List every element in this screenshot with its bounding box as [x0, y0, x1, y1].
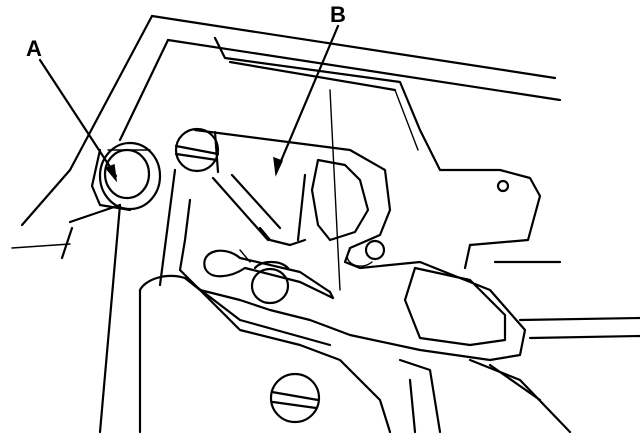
side-bracket	[213, 36, 640, 340]
pivot-pin-icon	[250, 260, 290, 305]
grommet-a	[90, 141, 162, 212]
lower-screw-icon	[269, 372, 321, 424]
callout-b-label: B	[330, 2, 346, 27]
callout-a-label: A	[26, 36, 42, 61]
upper-screw-icon	[174, 127, 220, 174]
callout-a: A	[26, 36, 118, 183]
lever-b	[178, 128, 527, 362]
retaining-clip	[203, 249, 373, 300]
panel-frame	[11, 14, 562, 434]
lower-housing	[138, 274, 572, 434]
callout-b: B	[273, 2, 346, 177]
